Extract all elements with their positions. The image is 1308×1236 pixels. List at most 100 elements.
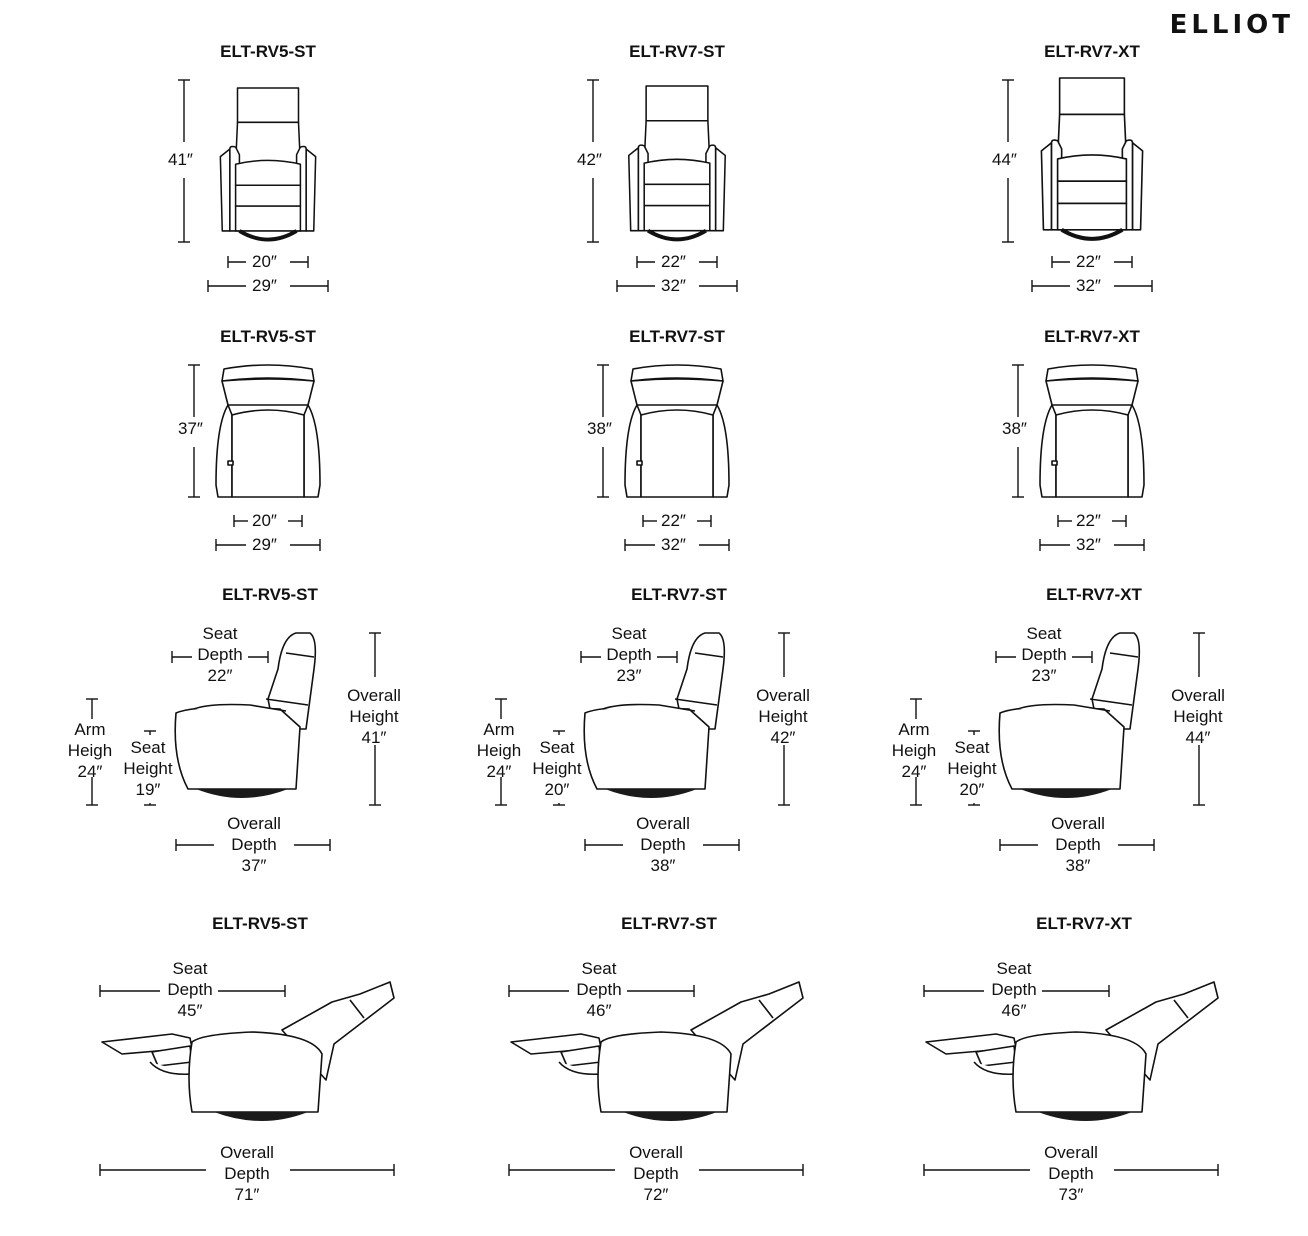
drawing-canvas <box>923 981 1219 1176</box>
chair-body <box>174 706 301 790</box>
label-line: 19″ <box>135 780 161 799</box>
depth-dimension <box>188 364 200 498</box>
label-line: Depth <box>1048 1164 1094 1183</box>
swivel-base <box>214 1112 308 1121</box>
label-line: 20″ <box>959 780 985 799</box>
label-line: Overall <box>347 686 401 705</box>
label-line: 71″ <box>234 1185 260 1204</box>
arm-height-dimension <box>910 698 922 806</box>
chair-side-drawing <box>174 632 317 798</box>
model-title: ELT-RV5-ST <box>222 585 318 604</box>
label-line: Depth <box>1055 835 1101 854</box>
chair-reclined-drawing <box>510 981 804 1121</box>
arm-height-dimension <box>86 698 98 806</box>
label-line: Seat <box>172 959 208 978</box>
seat-height-dimension <box>553 730 565 806</box>
back-seam <box>1089 698 1133 706</box>
arm-top <box>1017 703 1111 712</box>
linkage <box>149 1061 193 1076</box>
inner-width-value: 20″ <box>252 511 277 530</box>
outer-width-value: 32″ <box>1076 535 1101 554</box>
label-line: Heigh <box>891 741 937 760</box>
label-line: Depth <box>231 835 277 854</box>
chair-side-drawing <box>583 632 726 798</box>
seat-front <box>234 184 302 207</box>
label-line: 45″ <box>177 1001 203 1020</box>
seat-depth-dimension <box>508 985 695 997</box>
label-line: 23″ <box>616 666 642 685</box>
outer-width-dimension <box>624 539 730 551</box>
seat-top <box>1055 409 1129 498</box>
depth-value: 37″ <box>178 419 203 438</box>
drawing-canvas <box>495 632 790 851</box>
model-title: ELT-RV7-XT <box>1036 914 1132 933</box>
label-line: Overall <box>1051 814 1105 833</box>
label-line: Depth <box>633 1164 679 1183</box>
drawing-canvas <box>597 364 730 551</box>
swivel-base <box>1038 1112 1132 1121</box>
model-title: ELT-RV7-ST <box>631 585 727 604</box>
label-line: Overall <box>220 1143 274 1162</box>
back-seam <box>758 999 774 1019</box>
height-dimension <box>587 79 599 243</box>
arm-top <box>193 703 287 712</box>
seat-cushion <box>234 159 302 186</box>
seat-height-dimension <box>968 730 980 806</box>
back-top <box>221 378 315 406</box>
back-seam <box>674 698 718 706</box>
label-line: 42″ <box>770 728 796 747</box>
footrest <box>1056 202 1128 231</box>
arm-height-dimension <box>495 698 507 806</box>
left-arm-top <box>1039 404 1057 498</box>
model-title: ELT-RV7-XT <box>1044 42 1140 61</box>
inner-width-value: 22″ <box>1076 511 1101 530</box>
chair-side-drawing <box>998 632 1141 798</box>
label-line: Depth <box>640 835 686 854</box>
label-line: 41″ <box>361 728 387 747</box>
inner-width-value: 22″ <box>1076 252 1101 271</box>
model-title: ELT-RV5-ST <box>220 327 316 346</box>
label-line: 20″ <box>544 780 570 799</box>
swivel-base <box>647 229 707 242</box>
overall-depth-dimension <box>999 839 1155 851</box>
drawing-canvas <box>1012 364 1145 551</box>
chair-body <box>597 1031 732 1113</box>
label-line: Overall <box>1044 1143 1098 1162</box>
left-arm-top <box>624 404 642 498</box>
depth-dimension <box>1012 364 1024 498</box>
label-line: Arm <box>898 720 930 739</box>
label-line: Seat <box>202 624 238 643</box>
label-line: Overall <box>756 686 810 705</box>
inner-width-dimension <box>227 256 309 268</box>
overall-depth-dimension <box>99 1164 395 1176</box>
label-line: 22″ <box>207 666 233 685</box>
drawing-canvas <box>508 981 804 1176</box>
brand-logo: ELLIOT <box>1169 10 1294 40</box>
label-line: 44″ <box>1185 728 1211 747</box>
label-line: 46″ <box>1001 1001 1027 1020</box>
outer-width-value: 29″ <box>252 535 277 554</box>
label-line: Seat <box>581 959 617 978</box>
label-line: Height <box>1173 707 1223 726</box>
chair-body <box>188 1031 323 1113</box>
back-seam <box>694 652 724 658</box>
release-button <box>227 460 234 466</box>
swivel-base <box>196 789 288 798</box>
label-line: 24″ <box>486 762 512 781</box>
label-line: 46″ <box>586 1001 612 1020</box>
label-line: Depth <box>224 1164 270 1183</box>
swivel-base <box>1060 228 1124 241</box>
swivel-base <box>1020 789 1112 798</box>
